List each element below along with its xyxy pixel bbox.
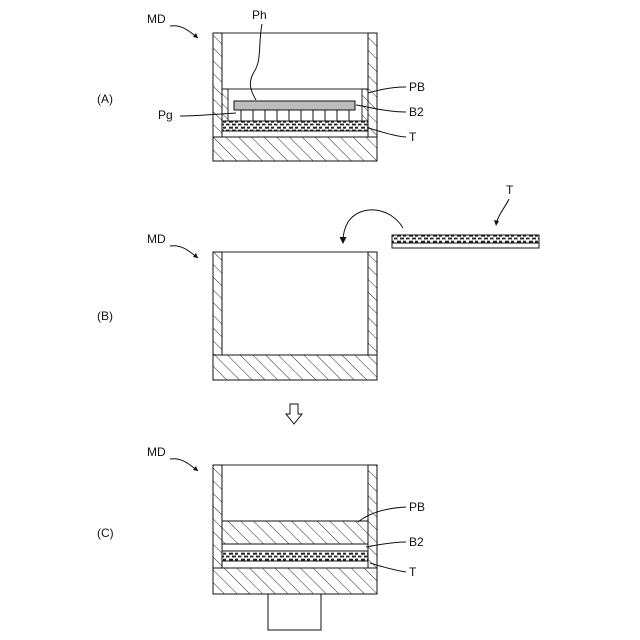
layer-b2-c <box>222 544 368 551</box>
mold-a <box>213 33 377 161</box>
plate-b2-a <box>234 101 355 110</box>
t-arrowhead-b <box>494 220 499 226</box>
panel-c-label: (C) <box>97 526 114 540</box>
pg-label: Pg <box>158 108 173 122</box>
ph-label: Ph <box>252 8 267 22</box>
tray-base-a <box>222 131 368 137</box>
panel-b: (B) MD T <box>97 183 539 380</box>
t-leader-b <box>497 199 509 221</box>
insert-arrowhead <box>340 237 347 244</box>
mold-arrowhead-b <box>193 253 198 258</box>
pins-pg-a <box>241 110 349 121</box>
panel-b-label: (B) <box>97 309 113 323</box>
layer-pb-c <box>222 521 368 544</box>
tray-base-c <box>222 561 368 568</box>
panel-a-label: (A) <box>97 92 113 106</box>
panel-a: (A) MD <box>97 8 425 161</box>
b2-label-c: B2 <box>409 535 424 549</box>
pb-label-c: PB <box>409 500 425 514</box>
tray-c <box>222 551 368 561</box>
mold-label-c: MD <box>147 445 166 459</box>
mold-arrowhead-c <box>193 466 198 471</box>
mold-label-a: MD <box>147 12 166 26</box>
t-label-c: T <box>409 565 417 579</box>
panel-c: (C) MD PB B2 T <box>97 445 425 630</box>
ejector-block <box>268 594 321 630</box>
tray-a <box>222 121 368 131</box>
mold-label-b: MD <box>147 232 166 246</box>
down-arrow-icon <box>286 404 302 424</box>
mold-arrowhead-a <box>193 33 198 38</box>
t-label-a: T <box>409 130 417 144</box>
t-label-b: T <box>506 183 514 197</box>
tray-base-b <box>392 243 539 248</box>
b2-label-a: B2 <box>409 105 424 119</box>
pb-leader-c <box>358 507 406 522</box>
pb-label-a: PB <box>409 80 425 94</box>
mold-b <box>213 252 377 380</box>
tray-b <box>392 235 539 243</box>
